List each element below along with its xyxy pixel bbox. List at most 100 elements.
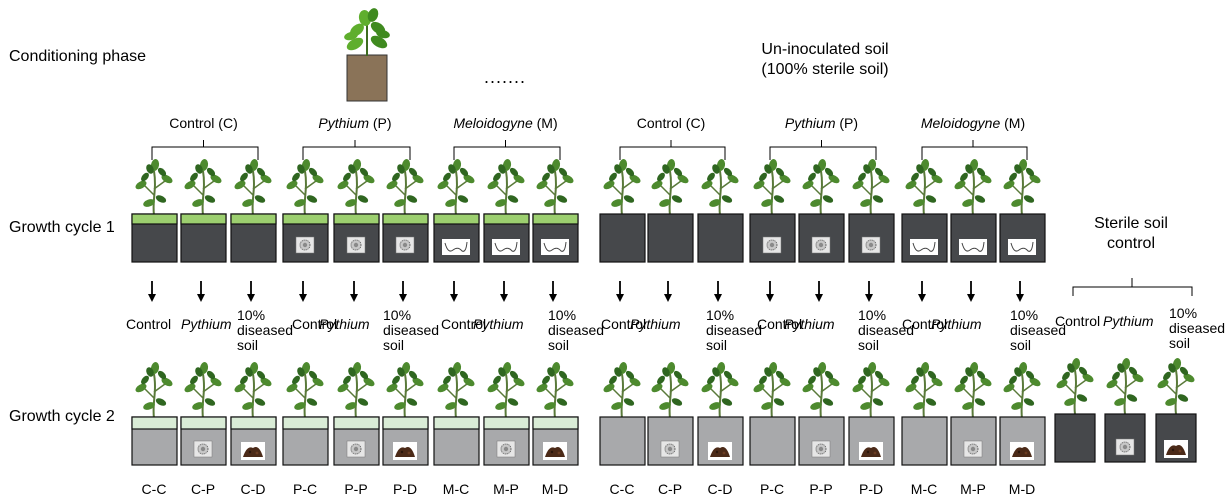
pot-body xyxy=(433,416,480,466)
leaf xyxy=(773,398,785,406)
cycle2-pot xyxy=(749,416,796,466)
leaf xyxy=(913,402,925,410)
leaf xyxy=(544,199,556,207)
group-bracket xyxy=(302,140,411,160)
leaf xyxy=(651,180,663,190)
soil-mound xyxy=(545,447,565,457)
leaf xyxy=(245,367,253,377)
pot-body xyxy=(901,213,948,263)
combination-code: P-D xyxy=(858,481,884,497)
leaf xyxy=(150,159,160,171)
nematode-icon xyxy=(959,239,987,255)
leaf xyxy=(157,167,167,177)
leaf xyxy=(1078,366,1088,376)
leaf xyxy=(858,375,866,385)
nematode-worm xyxy=(1010,241,1034,252)
leaf xyxy=(536,180,548,190)
branch xyxy=(1175,379,1188,389)
plant-icon xyxy=(905,159,943,216)
pythium-frame xyxy=(963,440,983,458)
pythium-core xyxy=(970,446,976,452)
leaf xyxy=(457,398,469,406)
branch xyxy=(143,184,155,196)
cycle1-pot xyxy=(999,213,1046,263)
leaf xyxy=(1009,375,1017,385)
stem xyxy=(718,170,722,216)
pot-body xyxy=(282,213,329,263)
branch xyxy=(1074,379,1087,389)
plant-icon xyxy=(135,159,173,216)
combination-code: C-D xyxy=(707,481,733,497)
leaf xyxy=(969,362,979,374)
pot-body xyxy=(798,416,845,466)
leaf xyxy=(204,195,216,203)
pot-body xyxy=(647,416,694,466)
leaf xyxy=(509,370,519,380)
leaf xyxy=(161,174,173,184)
leaf xyxy=(824,370,834,380)
leaf xyxy=(1112,371,1120,381)
stem xyxy=(922,170,926,216)
leaf xyxy=(292,172,300,182)
leaf xyxy=(240,172,248,182)
cycle2-pot xyxy=(999,416,1046,466)
leaf xyxy=(249,362,259,374)
leaf xyxy=(773,195,785,203)
soil-grain xyxy=(1171,448,1175,452)
leaf xyxy=(547,164,555,174)
pythium-spore xyxy=(500,443,512,455)
leaf xyxy=(343,172,351,182)
plant-icon xyxy=(234,159,272,216)
branch xyxy=(544,184,556,196)
leaf xyxy=(712,164,720,174)
leaf xyxy=(536,383,548,393)
plant-icon xyxy=(386,362,424,419)
leaf xyxy=(452,362,462,374)
leaf xyxy=(359,167,369,177)
cycle1-pot xyxy=(647,213,694,263)
arrow-head xyxy=(714,294,722,302)
leaf xyxy=(954,180,966,190)
leaf xyxy=(408,370,418,380)
stem xyxy=(620,373,624,419)
cycle2-pot xyxy=(798,416,845,466)
branch xyxy=(1021,180,1034,190)
leaf xyxy=(294,199,306,207)
cycle2-pot xyxy=(382,416,429,466)
leaf xyxy=(493,172,501,182)
leaf xyxy=(1023,398,1035,406)
leaf xyxy=(1062,371,1070,381)
pot-soil-top xyxy=(483,213,530,225)
arrow-head xyxy=(197,294,205,302)
stem xyxy=(668,170,672,216)
soil-grain xyxy=(248,450,252,454)
treatment-control-label: Control xyxy=(902,316,948,332)
leaf xyxy=(1003,180,1015,190)
stem xyxy=(1020,373,1024,419)
leaf xyxy=(459,370,469,380)
leaf xyxy=(723,370,733,380)
combination-code: M-P xyxy=(493,481,519,497)
group-label: Control (C) xyxy=(601,115,741,131)
leaf xyxy=(155,398,167,406)
treatment-control-label: Control xyxy=(601,316,647,332)
pot-body xyxy=(333,416,380,466)
pythium-spore xyxy=(399,239,411,251)
soil-frame xyxy=(708,442,732,460)
leaf xyxy=(294,402,306,410)
leaf xyxy=(764,164,772,174)
leaf xyxy=(1009,172,1017,182)
leaf xyxy=(1003,383,1015,393)
leaf xyxy=(143,402,155,410)
branch xyxy=(669,383,682,393)
leaf xyxy=(357,195,369,203)
branch xyxy=(621,180,634,190)
branch xyxy=(153,180,166,190)
leaf xyxy=(863,367,871,377)
branch xyxy=(252,383,265,393)
leaf xyxy=(931,174,943,184)
plant-icon xyxy=(954,362,992,419)
leaf xyxy=(623,195,635,203)
pot-soil-top xyxy=(333,416,380,430)
leaf xyxy=(443,172,451,182)
